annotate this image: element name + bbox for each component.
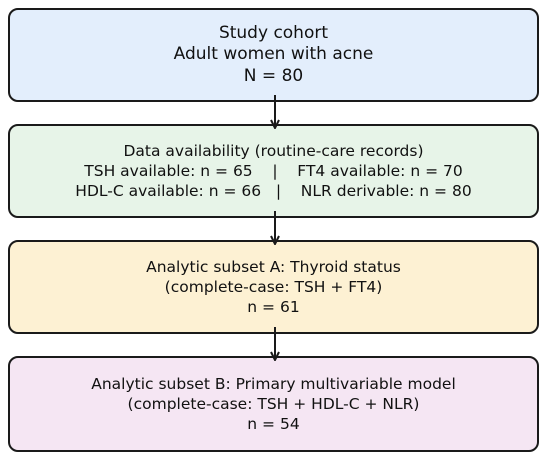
cohort-box: Study cohort Adult women with acne N = 8… xyxy=(8,8,539,102)
subset-a-title: Analytic subset A: Thyroid status xyxy=(146,257,401,276)
subset-b-title: Analytic subset B: Primary multivariable… xyxy=(91,374,456,393)
subset-b-criteria: (complete-case: TSH + HDL-C + NLR) xyxy=(127,394,420,413)
data-availability-box: Data availability (routine-care records)… xyxy=(8,124,539,218)
cohort-title: Study cohort xyxy=(218,23,329,44)
availability-row-hdl-nlr: HDL-C available: n = 66 | NLR derivable:… xyxy=(75,182,472,201)
availability-title: Data availability (routine-care records) xyxy=(123,141,424,160)
subset-a-count: n = 61 xyxy=(247,298,300,317)
subset-b-count: n = 54 xyxy=(247,415,300,434)
cohort-subtitle: Adult women with acne xyxy=(173,44,374,65)
availability-row-tsh-ft4: TSH available: n = 65 | FT4 available: n… xyxy=(84,161,463,180)
analytic-subset-a-box: Analytic subset A: Thyroid status (compl… xyxy=(8,240,539,334)
analytic-subset-b-box: Analytic subset B: Primary multivariable… xyxy=(8,356,539,452)
subset-a-criteria: (complete-case: TSH + FT4) xyxy=(164,277,383,296)
cohort-count: N = 80 xyxy=(243,65,304,86)
